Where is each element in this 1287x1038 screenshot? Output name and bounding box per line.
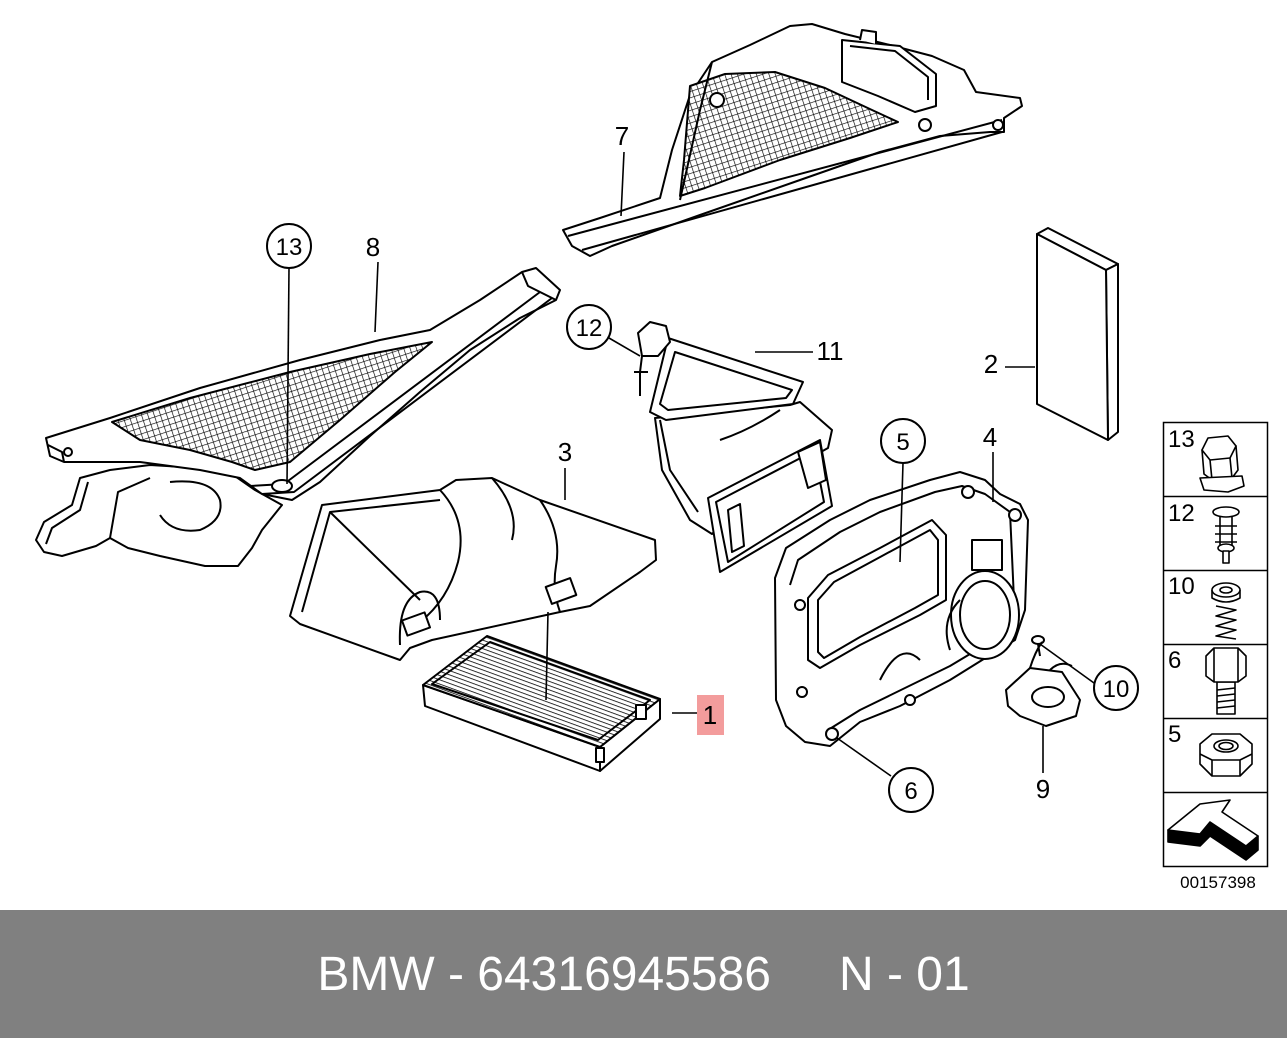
footer-bar: BMW - 64316945586 N - 01 [0,910,1287,1038]
footer-part-reference: BMW - 64316945586 [317,947,771,1001]
push-rivet-icon [1212,506,1240,564]
callout-13: 13 [266,223,312,269]
view-direction-arrow-icon [1167,799,1259,861]
callout-5: 5 [880,418,926,464]
callout-8: 8 [366,232,380,262]
left-cowl-panel-part-8 [35,267,561,567]
callout-1-label: 1 [703,700,717,730]
leader-lines [286,151,1095,777]
air-duct-part-11 [649,337,833,573]
leader-line-12 [608,337,641,357]
right-cowl-panel-part-7 [562,23,1023,257]
clip-nut-icon [1199,435,1245,493]
callouts: 7 13 8 12 11 2 5 4 3 10 1 6 [266,121,1139,813]
callout-5-label: 5 [896,429,909,456]
legend-dividers [1163,495,1268,794]
callout-12-label: 12 [576,315,603,342]
legend-item-number: 13 [1168,426,1195,453]
diagram-number: 00157398 [1180,873,1256,892]
leader-line-3-to-1 [545,611,549,701]
leader-line-6 [836,737,892,777]
legend-item-number: 5 [1168,721,1181,748]
seal-frame-part-5 [807,519,947,669]
leader-line-5 [899,462,904,563]
screw-part-6 [825,727,839,741]
callout-4: 4 [983,422,997,452]
callout-1-highlight [697,695,724,735]
callout-9: 9 [1036,774,1050,804]
callout-6: 6 [888,767,934,813]
clip-part-12 [634,321,671,396]
callout-1: 1 [697,695,724,735]
callout-12: 12 [566,304,612,350]
leader-line-7 [620,151,625,217]
legend-item-number: 10 [1168,573,1195,600]
callout-10: 10 [1093,665,1139,711]
leader-line-10 [1039,643,1095,684]
sensor-part-9 [1005,641,1081,727]
callout-6-label: 6 [904,778,917,805]
footer-page-reference: N - 01 [838,947,970,1001]
fastener-legend: 13 12 10 6 5 [1162,421,1269,892]
leader-line-8 [374,261,379,333]
callout-3: 3 [558,437,572,467]
callout-11: 11 [817,336,844,366]
callout-7: 7 [615,121,629,151]
spring-screw-icon [1211,582,1241,640]
hex-bolt-icon [1205,647,1247,715]
callout-10-label: 10 [1103,676,1130,703]
leader-line-13 [286,267,290,485]
hex-nut-icon [1199,733,1253,777]
callout-2: 2 [984,349,998,379]
filter-housing-cover-part-3 [289,477,657,661]
parts-diagram: 7 13 8 12 11 2 5 4 3 10 1 6 [35,23,1269,892]
cabin-filter-part-1 [422,635,661,772]
legend-item-number: 6 [1168,647,1181,674]
filter-box-part-2 [1036,227,1119,441]
legend-item-number: 12 [1168,500,1195,527]
callout-13-label: 13 [276,234,303,261]
